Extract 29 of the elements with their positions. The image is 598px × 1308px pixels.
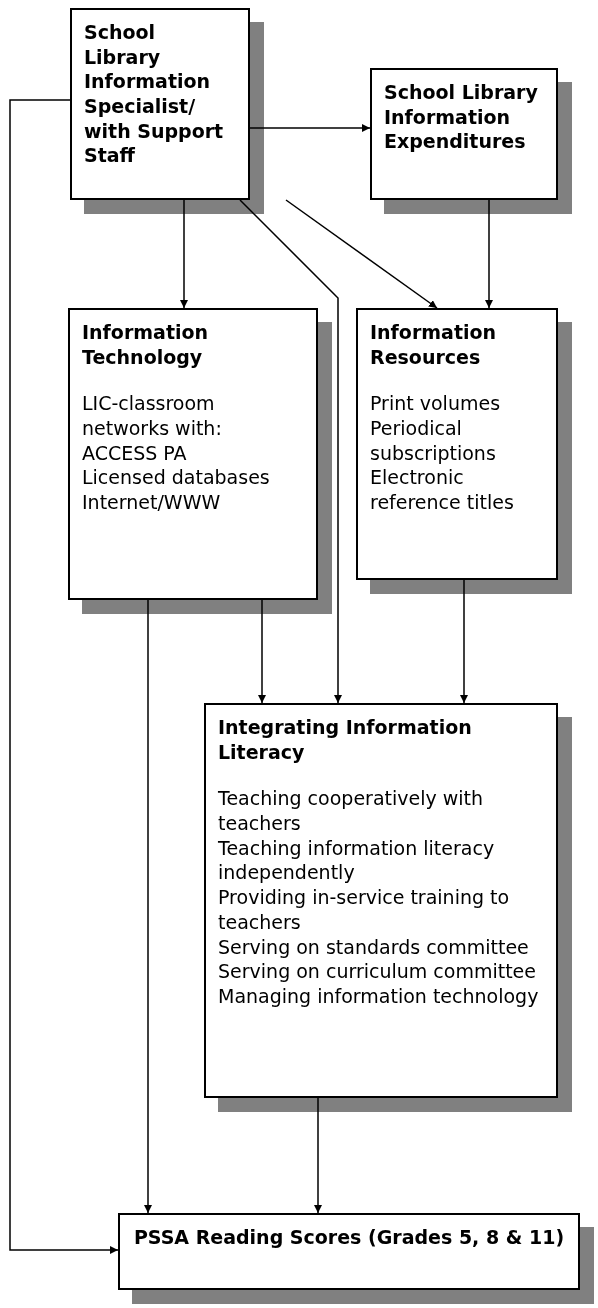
list-item: Serving on standards committee: [218, 934, 530, 960]
list-item: Electronic reference titles: [370, 465, 515, 515]
arrow: [180, 199, 188, 309]
arrow: [485, 199, 493, 309]
arrow: [314, 1097, 322, 1214]
list-item: Licensed databases: [82, 465, 271, 491]
list-item: Teaching information literacy independently: [218, 835, 496, 886]
list-item: Periodical subscriptions: [370, 416, 497, 466]
box-heading: Information Resources: [370, 320, 498, 370]
list-item: Print volumes: [370, 391, 502, 417]
arrow: [258, 599, 266, 704]
arrow: [285, 199, 438, 309]
box-heading: Information Technology: [82, 320, 210, 370]
list-item: Serving on curriculum committee: [218, 959, 537, 984]
list-item: Teaching cooperatively with teachers: [218, 786, 485, 836]
box-heading: PSSA Reading Scores (Grades 5, 8 & 11): [132, 1225, 566, 1250]
arrow: [460, 579, 468, 704]
list-item: Providing in-service training to teachers: [218, 885, 511, 935]
list-item: Internet/WWW: [82, 490, 222, 515]
arrow: [9, 99, 119, 1254]
box-heading: School Library Information Specialist/ with Support Staff: [84, 20, 225, 169]
list-item: Managing information technology: [218, 983, 540, 1009]
arrow: [144, 599, 152, 1214]
arrow: [249, 124, 371, 132]
box-heading: School Library Information Expenditures: [384, 80, 539, 155]
list-item: LIC-classroom networks with:: [82, 391, 223, 441]
box-heading: Integrating Information Literacy: [218, 715, 473, 765]
arrow: [239, 199, 342, 704]
list-item: ACCESS PA: [82, 440, 188, 466]
